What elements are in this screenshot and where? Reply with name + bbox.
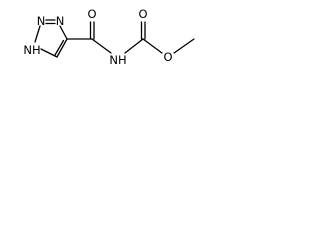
bond-oester-methyl (173, 38, 195, 54)
bond-c4-c5-inner (54, 39, 65, 56)
bond-nh-n1 (34, 25, 41, 43)
bond-carbonyl-nh (91, 38, 112, 54)
atom-n-top-right: N (56, 14, 65, 28)
chemical-structure: N N NH O NH O O (23, 7, 195, 67)
atom-amide-nh: NH (109, 53, 126, 67)
bond-c5-nh (40, 48, 58, 58)
bond-carbonyl2-oester (142, 38, 163, 54)
atom-n-top-left: N (37, 14, 46, 28)
bond-c4-c5 (56, 38, 68, 58)
atom-carbonyl-o-1: O (87, 7, 96, 21)
atom-carbonyl-o-2: O (138, 7, 147, 21)
bond-n2-c4 (59, 25, 68, 40)
atom-nh-ring: NH (23, 43, 40, 57)
atom-ester-o: O (163, 50, 172, 64)
bond-nh-carbonyl2 (124, 38, 144, 54)
